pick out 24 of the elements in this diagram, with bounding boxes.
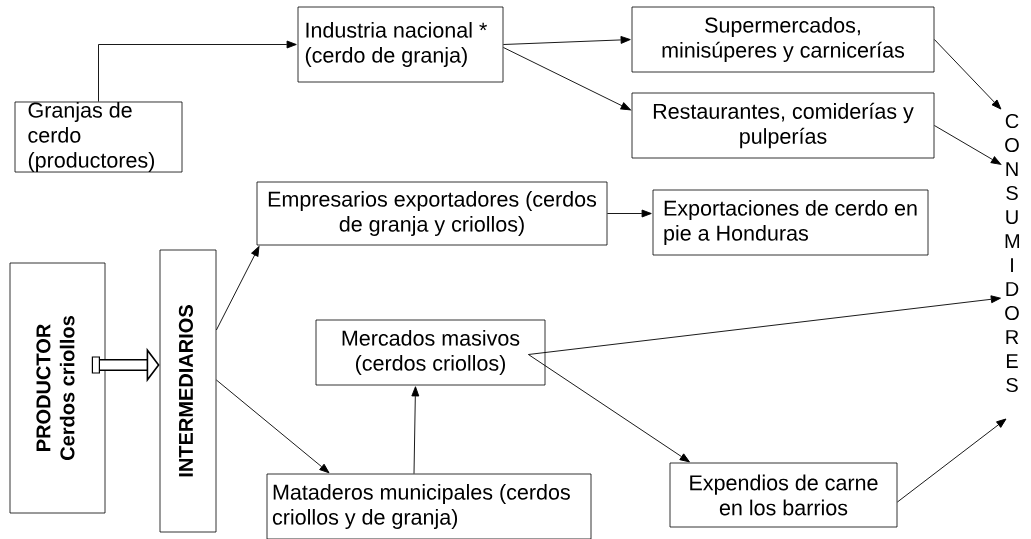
arrow: [933, 39, 1002, 110]
arrow: [215, 246, 260, 331]
arrow: [527, 354, 690, 463]
arrow: [527, 295, 1001, 355]
process-box: Exportaciones de cerdo en pie a Honduras: [652, 189, 929, 256]
arrow: [215, 379, 330, 474]
arrow: [606, 209, 652, 218]
process-box: Restaurantes, comiderías y pulperías: [631, 92, 935, 159]
arrow: [502, 36, 631, 45]
process-box: Industria nacional * (cerdo de granja): [297, 6, 504, 83]
arrow: [411, 386, 420, 475]
arrow: [502, 47, 631, 111]
process-box: Mataderos municipales (cerdos criollos y de granja): [266, 473, 592, 539]
vertical-box: PRODUCTOR Cerdos criollos: [9, 262, 106, 514]
process-box: Expendios de carne en los barrios: [669, 462, 898, 528]
vertical-box: INTERMEDIARIOS: [159, 249, 217, 533]
process-box: Empresarios exportadores (cerdos de granja y criollos): [256, 181, 608, 246]
process-box: Supermercados, minisúperes y carnicerías: [631, 6, 935, 73]
process-box: Granjas de cerdo (productores): [14, 101, 183, 173]
arrow: [896, 418, 1007, 503]
arrow: [933, 125, 1002, 165]
vertical-label: CONSUMIDORES: [1005, 113, 1019, 393]
arrow: [98, 40, 297, 103]
process-box: Mercados masivos (cerdos criollos): [315, 319, 546, 386]
